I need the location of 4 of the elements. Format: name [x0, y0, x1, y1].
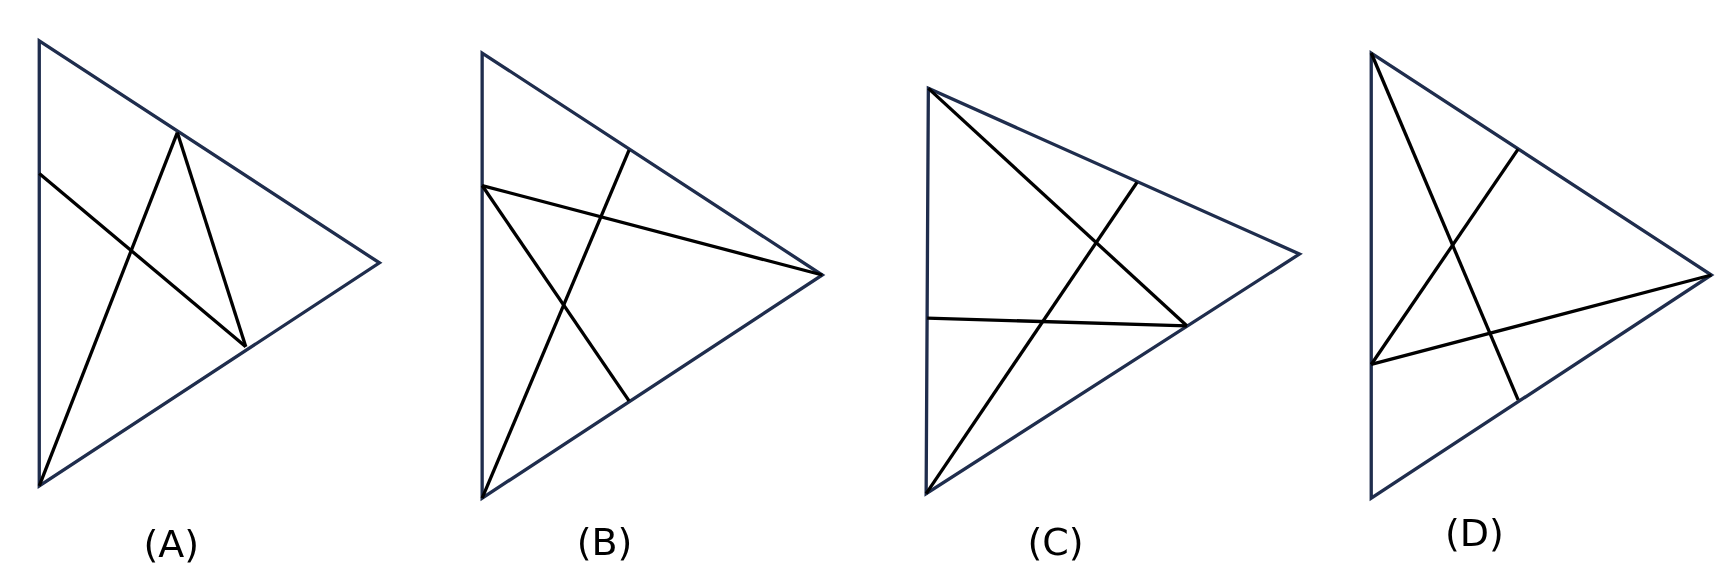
figure-label: (C): [1027, 519, 1084, 564]
figure-label: (A): [143, 521, 200, 566]
figure-label: (D): [1444, 510, 1504, 555]
figure-label: (B): [576, 519, 633, 564]
